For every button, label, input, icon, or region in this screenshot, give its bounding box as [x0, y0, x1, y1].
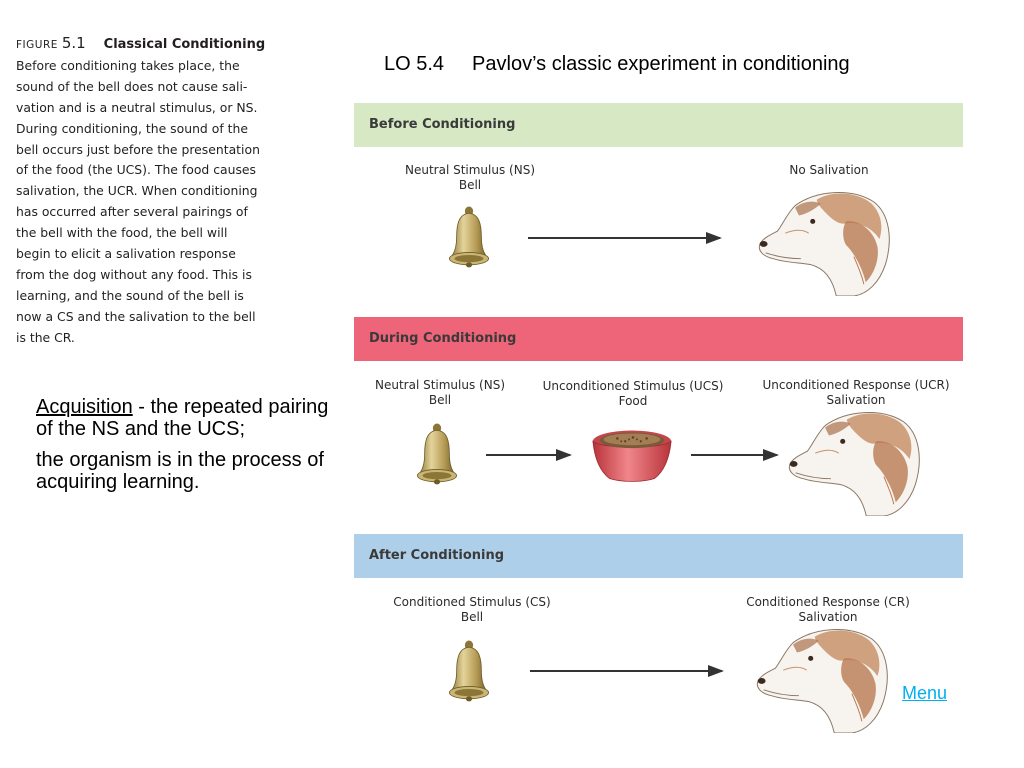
bell-icon	[414, 423, 460, 489]
acquisition-paragraph-2: the organism is in the process of acquir…	[36, 449, 324, 493]
acquisition-definition: Acquisition - the repeated pairing of th…	[36, 396, 336, 502]
figure-label: FIGURE	[16, 39, 58, 51]
caption-line: Before conditioning takes place, the	[16, 57, 240, 73]
during-conditioning-header: During Conditioning	[354, 317, 963, 361]
before-conditioning-header: Before Conditioning	[354, 103, 963, 147]
after-stimulus-name: Conditioned Stimulus (CS)	[393, 595, 551, 609]
bell-icon	[446, 640, 492, 706]
arrow-icon	[530, 665, 724, 677]
caption-line: of the food (the UCS). The food causes	[16, 162, 256, 178]
acquisition-term: Acquisition	[36, 396, 133, 418]
during-ucs-name: Unconditioned Stimulus (UCS)	[542, 379, 724, 393]
bell-icon	[446, 206, 492, 272]
caption-line: is the CR.	[16, 329, 75, 345]
caption-line: the bell with the food, the bell will	[16, 225, 228, 241]
dog-head-icon	[750, 625, 895, 733]
figure-heading: FIGURE 5.1 Classical Conditioning	[16, 33, 301, 56]
dog-head-icon	[782, 408, 927, 516]
learning-objective-number: LO 5.4	[384, 53, 445, 75]
before-response-label: No Salivation	[789, 163, 868, 178]
arrow-icon	[691, 449, 779, 461]
figure-title: Classical Conditioning	[103, 37, 266, 52]
during-ucs-item: Food	[618, 394, 648, 408]
caption-line: sound of the bell does not cause sali-	[16, 78, 248, 94]
caption-line: has occurred after several pairings of	[16, 204, 248, 220]
before-stimulus-label: Neutral Stimulus (NS) Bell	[405, 163, 535, 193]
during-stimulus-name: Neutral Stimulus (NS)	[374, 378, 506, 392]
arrow-icon	[486, 449, 572, 461]
food-bowl-icon	[588, 427, 676, 483]
caption-line: begin to elicit a salivation response	[16, 246, 236, 262]
during-stimulus-label: Neutral Stimulus (NS) Bell	[375, 378, 505, 408]
during-stimulus-item: Bell	[428, 393, 452, 407]
after-stimulus-item: Bell	[460, 610, 484, 624]
during-response-label: Unconditioned Response (UCR) Salivation	[763, 378, 950, 408]
arrow-icon	[528, 232, 722, 244]
before-stimulus-item: Bell	[458, 178, 482, 192]
caption-line: salivation, the UCR. When conditioning	[16, 183, 258, 199]
after-response-name: Conditioned Response (CR)	[746, 595, 910, 609]
caption-line: learning, and the sound of the bell is	[16, 287, 244, 303]
acquisition-paragraph-1: Acquisition - the repeated pairing of th…	[36, 396, 336, 440]
during-ucs-label: Unconditioned Stimulus (UCS) Food	[543, 379, 724, 409]
menu-link[interactable]: Menu	[902, 683, 948, 703]
figure-number: 5.1	[61, 34, 86, 52]
slide-title: LO 5.4 Pavlov’s classic experiment in con…	[384, 53, 850, 76]
during-response-name: Unconditioned Response (UCR)	[762, 378, 950, 392]
before-response-name: No Salivation	[789, 163, 869, 177]
figure-caption: FIGURE 5.1 Classical Conditioning Before…	[16, 33, 301, 349]
caption-line: vation and is a neutral stimulus, or NS.	[16, 99, 258, 115]
after-response-item: Salivation	[798, 610, 858, 624]
acquisition-text-1: - the repeated pairing of the NS and the…	[36, 396, 329, 440]
caption-line: During conditioning, the sound of the	[16, 120, 248, 136]
caption-line: from the dog without any food. This is	[16, 266, 252, 282]
caption-line: bell occurs just before the presentation	[16, 141, 260, 157]
after-response-label: Conditioned Response (CR) Salivation	[746, 595, 910, 625]
slide-title-text: Pavlov’s classic experiment in condition…	[472, 53, 850, 75]
during-response-item: Salivation	[826, 393, 886, 407]
caption-line: now a CS and the salivation to the bell	[16, 308, 256, 324]
before-stimulus-name: Neutral Stimulus (NS)	[404, 163, 536, 177]
after-conditioning-header: After Conditioning	[354, 534, 963, 578]
after-stimulus-label: Conditioned Stimulus (CS) Bell	[393, 595, 550, 625]
dog-head-icon	[752, 188, 897, 296]
